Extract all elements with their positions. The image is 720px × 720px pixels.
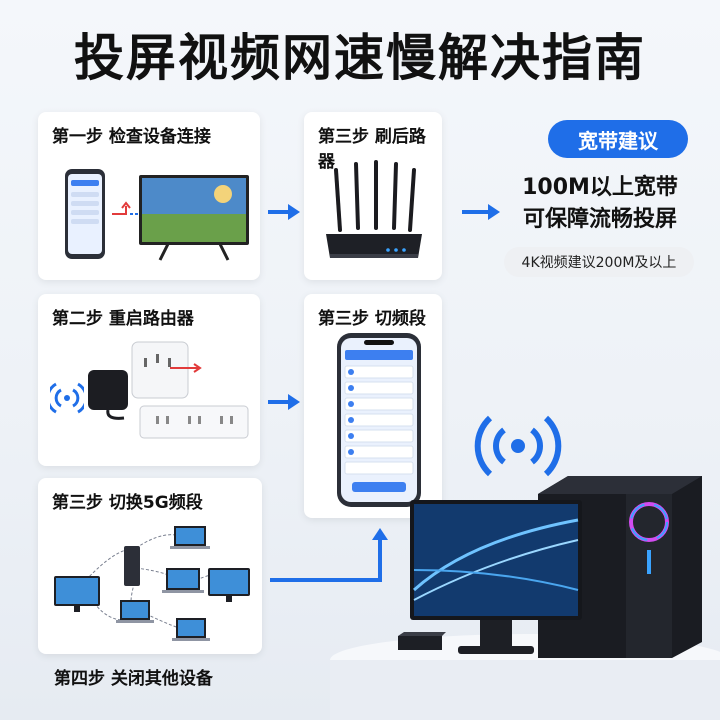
- arrow-step1-to-router: [268, 204, 300, 220]
- card-step3-5g: 第三步 切换5G频段: [38, 478, 262, 654]
- recommendation-line2: 可保障流畅投屏: [522, 207, 677, 232]
- arrow-step2-to-phone: [268, 394, 300, 410]
- card-step3-phone: 第三步 切频段: [304, 294, 442, 518]
- monitor-icon: [410, 500, 582, 654]
- arrow-router-to-recommend: [462, 204, 500, 220]
- router-box-icon: [398, 632, 446, 650]
- step4-label: 第四步 关闭其他设备: [54, 669, 213, 689]
- power-strip-icon: [139, 405, 249, 439]
- connection-arrow: [112, 201, 138, 215]
- card-step1: 第一步 检查设备连接: [38, 112, 260, 280]
- page-title: 投屏视频网速慢解决指南: [74, 29, 646, 87]
- router-icon: [326, 160, 422, 258]
- monitor-icon: [208, 568, 250, 602]
- step2-label: 第二步 重启路由器: [52, 309, 194, 329]
- laptop-icon: [172, 618, 210, 641]
- arrow-5g-to-phone: [270, 528, 388, 582]
- desktop-icon: [124, 546, 140, 586]
- card-step3-router: 第三步 刷后路器: [304, 112, 442, 280]
- wifi-signal-icon: [474, 415, 562, 477]
- plug-icon: [88, 370, 128, 420]
- monitor-icon: [54, 576, 100, 612]
- step1-label: 第一步 检查设备连接: [52, 127, 211, 147]
- step3-5g-label: 第三步 切换5G频段: [52, 493, 203, 513]
- laptop-icon: [170, 526, 210, 549]
- phone-icon: [337, 333, 421, 507]
- laptop-icon: [162, 568, 204, 593]
- step3-router-label: 第三步 刷后路器: [318, 127, 426, 172]
- recommendation-text: 100M以上宽带 可保障流畅投屏: [490, 172, 710, 236]
- laptop-icon: [116, 600, 154, 623]
- phone-icon: [65, 169, 105, 259]
- wifi-signal-icon: [50, 382, 84, 414]
- step3-phone-label: 第三步 切频段: [318, 309, 426, 329]
- network-devices-diagram: [54, 526, 250, 641]
- card-step2: 第二步 重启路由器: [38, 294, 260, 466]
- tv-icon: [139, 175, 249, 261]
- bandwidth-badge: 宽带建议: [548, 120, 688, 158]
- recommendation-line1: 100M以上宽带: [522, 175, 678, 200]
- red-arrow-icon: [170, 363, 202, 373]
- wall-socket-icon: [131, 341, 189, 399]
- recommendation-sub: 4K视频建议200M及以上: [504, 247, 694, 277]
